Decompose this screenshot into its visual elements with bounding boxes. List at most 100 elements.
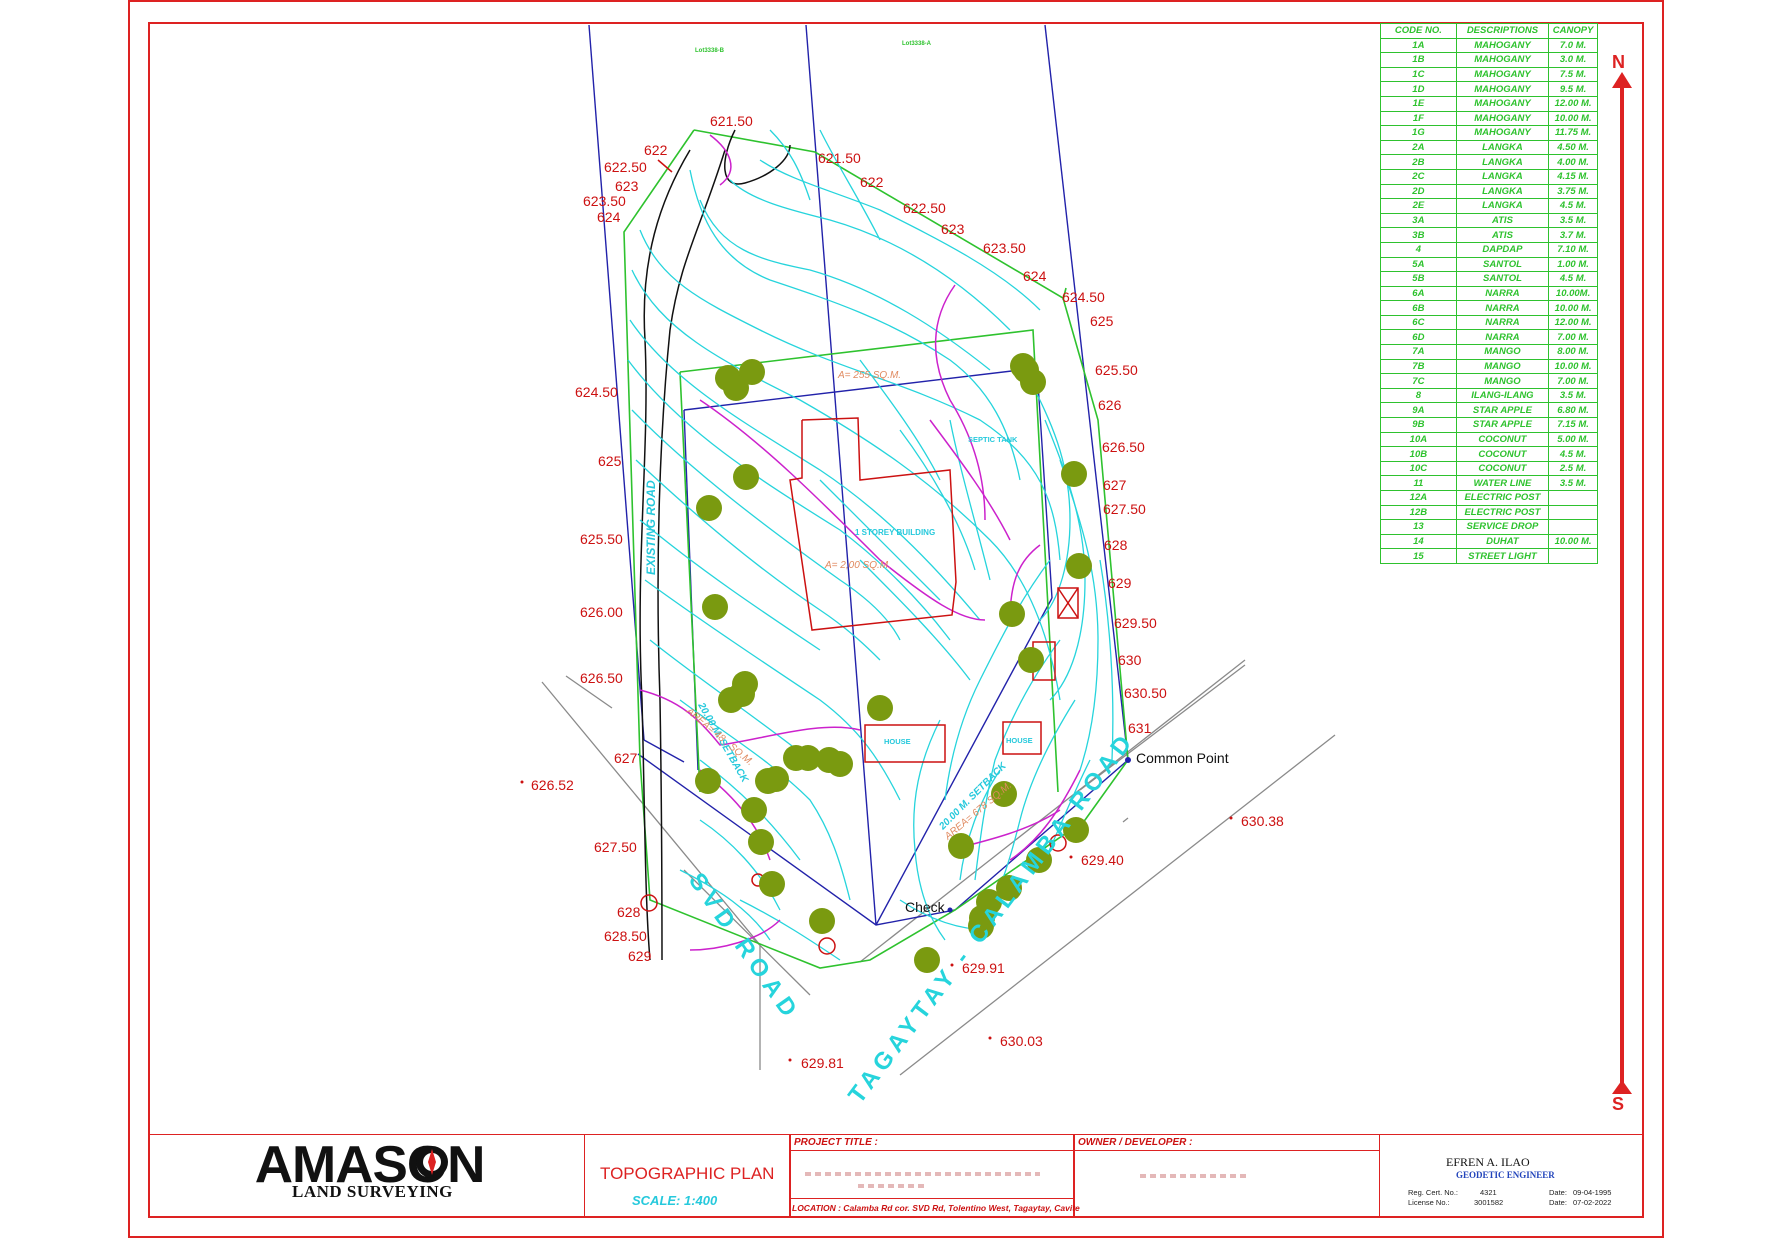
spot-elevation-marker: [1069, 855, 1073, 859]
cell-canopy: 8.00 M.: [1548, 344, 1598, 360]
tree-icon: [739, 359, 765, 385]
cell-code: 1D: [1380, 81, 1457, 97]
cell-code: 14: [1380, 533, 1457, 550]
cell-code: 6B: [1380, 300, 1457, 316]
south-arrowhead-icon: [1612, 1080, 1632, 1094]
elevation-label: 625.50: [580, 531, 623, 547]
cell-code: 8: [1380, 387, 1457, 404]
tree-icon: [795, 745, 821, 771]
plan-title: TOPOGRAPHIC PLAN: [600, 1164, 775, 1183]
cell-code: 10A: [1380, 431, 1457, 448]
cell-description: MAHOGANY: [1455, 66, 1550, 83]
cell-canopy: 3.0 M.: [1548, 52, 1598, 68]
house-label-1: HOUSE: [884, 737, 911, 746]
cell-code: 2E: [1380, 198, 1457, 214]
cell-canopy: [1548, 519, 1598, 535]
tree-icon: [809, 908, 835, 934]
elevation-label: 630.38: [1241, 813, 1284, 829]
cell-description: STAR APPLE: [1455, 402, 1550, 419]
plan-scale: SCALE: 1:400: [632, 1193, 718, 1208]
tree-icon: [948, 833, 974, 859]
cell-code: 6D: [1380, 329, 1457, 346]
cell-code: 4: [1380, 241, 1457, 258]
tree-icon: [1013, 357, 1039, 383]
tree-icon: [867, 695, 893, 721]
cell-description: LANGKA: [1455, 139, 1550, 156]
cell-code: 5A: [1380, 256, 1457, 273]
cell-description: MAHOGANY: [1455, 125, 1550, 141]
cell-canopy: 7.00 M.: [1548, 373, 1598, 389]
tree-icon: [1063, 817, 1089, 843]
spot-elevation-marker: [988, 1036, 992, 1040]
elevation-label: 626.52: [531, 777, 574, 793]
elevation-label: 630: [1118, 652, 1142, 668]
tree-icon: [741, 797, 767, 823]
major-contour-lines: [639, 134, 1081, 951]
cell-canopy: 4.50 M.: [1548, 139, 1598, 156]
elevation-label: 627.50: [1103, 501, 1146, 517]
elevation-label: 624: [1023, 268, 1047, 284]
header-description: DESCRIPTIONS: [1455, 23, 1550, 39]
elevation-label: 625: [1090, 313, 1114, 329]
cell-canopy: 4.00 M.: [1548, 154, 1598, 170]
cell-canopy: 3.5 M.: [1548, 387, 1598, 404]
road-lines: [541, 659, 1336, 1076]
title-block-owner-divider: [1074, 1150, 1380, 1151]
outer-frame: [128, 0, 1664, 1238]
elevation-label: 621.50: [710, 113, 753, 129]
cell-description: DAPDAP: [1455, 241, 1550, 258]
title-block-location-cell: [790, 1198, 1074, 1218]
cell-canopy: 9.5 M.: [1548, 81, 1598, 97]
title-block-project-divider: [790, 1150, 1074, 1151]
cell-code: 3B: [1380, 227, 1457, 243]
check-label: Check: [905, 899, 946, 915]
cell-canopy: [1548, 548, 1598, 564]
cell-code: 1F: [1380, 110, 1457, 127]
cell-code: 2D: [1380, 183, 1457, 200]
common-point-marker: [1125, 757, 1131, 763]
owner-label: OWNER / DEVELOPER :: [1078, 1137, 1193, 1148]
cell-description: WATER LINE: [1455, 475, 1550, 491]
cell-code: 12A: [1380, 490, 1457, 506]
cell-code: 2A: [1380, 139, 1457, 156]
cell-canopy: 7.10 M.: [1548, 241, 1598, 258]
tree-icon: [718, 687, 744, 713]
cell-code: 2C: [1380, 168, 1457, 185]
tree-icon: [1061, 461, 1087, 487]
cell-description: STREET LIGHT: [1455, 548, 1550, 564]
common-point-label: Common Point: [1136, 750, 1229, 766]
cell-canopy: [1548, 504, 1598, 521]
tree-icon: [748, 829, 774, 855]
cell-canopy: 2.5 M.: [1548, 460, 1598, 477]
cell-description: ATIS: [1455, 227, 1550, 243]
tree-icon: [1026, 847, 1052, 873]
cell-description: NARRA: [1455, 314, 1550, 331]
cell-canopy: 4.15 M.: [1548, 168, 1598, 185]
top-area-label: A= 255 SQ.M.: [837, 370, 901, 381]
cell-canopy: 10.00 M.: [1548, 300, 1598, 316]
cell-code: 10C: [1380, 460, 1457, 477]
cell-code: 12B: [1380, 504, 1457, 521]
cell-canopy: 10.00M.: [1548, 285, 1598, 302]
cell-code: 6C: [1380, 314, 1457, 331]
cell-canopy: 3.5 M.: [1548, 212, 1598, 229]
elevation-label: 623: [615, 178, 639, 194]
cell-canopy: 7.15 M.: [1548, 417, 1598, 433]
elevation-label: 622: [860, 174, 884, 190]
elevation-label: 629: [628, 948, 652, 964]
engineer-title: GEODETIC ENGINEER: [1456, 1170, 1555, 1180]
cell-description: SANTOL: [1455, 271, 1550, 287]
cell-canopy: 3.7 M.: [1548, 227, 1598, 243]
spot-elevation-marker: [788, 1058, 792, 1062]
elevation-label: 627.50: [594, 839, 637, 855]
